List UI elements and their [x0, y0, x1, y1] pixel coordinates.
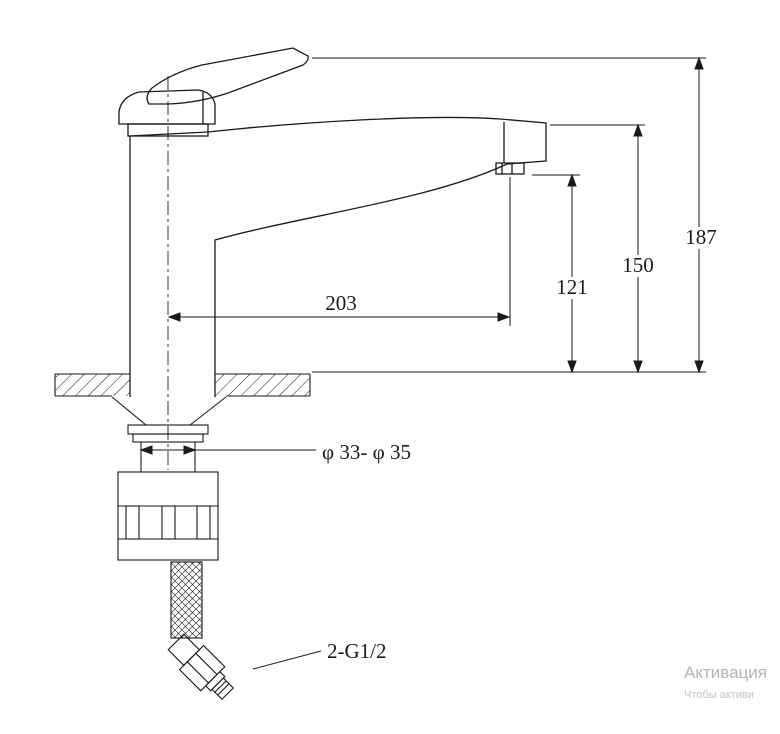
- dimension-outlet-height: [555, 173, 589, 374]
- mounting-nut: [117, 471, 219, 561]
- dim-spout-height-label: 150: [622, 253, 654, 277]
- angled-fitting: [167, 633, 235, 701]
- faucet-handle-lever: [146, 47, 309, 105]
- braided-hose: [170, 561, 203, 639]
- mounting-hardware: [111, 396, 227, 561]
- dimension-mounting-hole: [139, 445, 316, 455]
- dimension-graphics: [139, 56, 718, 670]
- mounting-flange: [111, 396, 147, 426]
- dimension-total-height: [684, 56, 718, 374]
- dimension-spout-reach: [167, 312, 511, 322]
- dim-total-height-label: 187: [685, 225, 717, 249]
- dim-spout-reach-label: 203: [325, 291, 357, 315]
- activation-watermark: Активация Чтобы активи: [684, 664, 780, 701]
- watermark-subtitle: Чтобы активи: [684, 688, 754, 701]
- counter-deck: [54, 373, 311, 397]
- counter-hatch-left: [55, 374, 130, 396]
- fitting-ferrule: [167, 633, 201, 667]
- dim-thread-label: 2-G1/2: [327, 639, 387, 663]
- faucet-outline: [54, 47, 547, 701]
- counter-hatch-right: [215, 374, 310, 396]
- faucet-handle-base: [118, 89, 216, 137]
- dim-outlet-height-label: 121: [556, 275, 588, 299]
- leader-line-thread: [252, 650, 322, 670]
- faucet-body-and-spout: [129, 116, 547, 397]
- spout-aerator: [495, 162, 525, 175]
- watermark-title: Активация: [684, 664, 767, 682]
- dimension-spout-height: [621, 123, 655, 374]
- fitting-thread-tip: [211, 677, 235, 701]
- dim-mounting-hole-label: φ 33- φ 35: [322, 440, 411, 464]
